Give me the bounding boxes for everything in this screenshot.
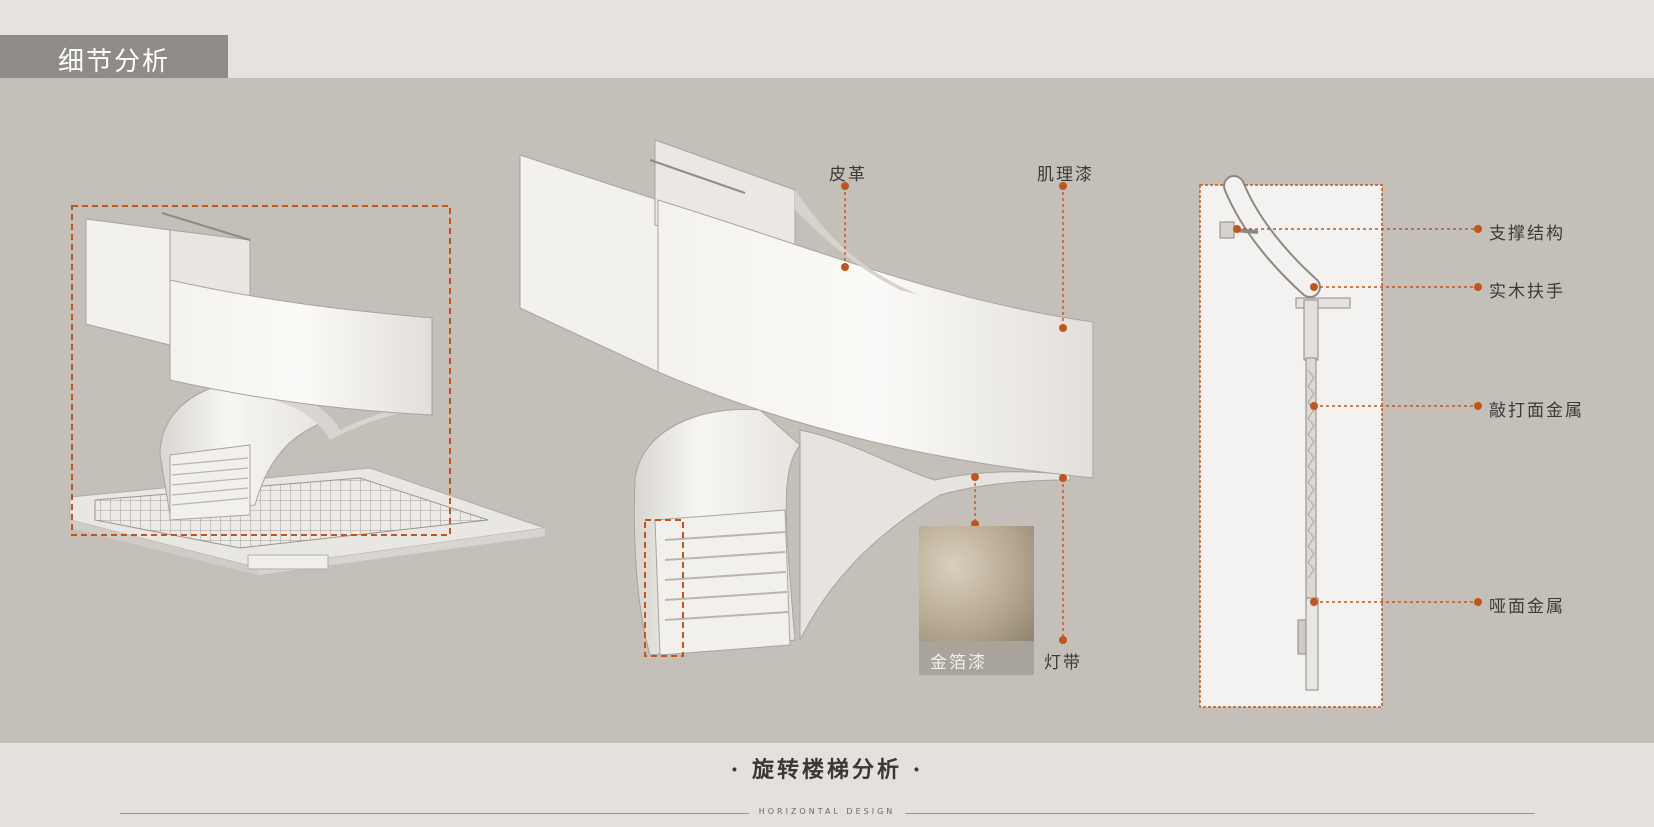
top-band [0,0,1654,78]
footer-brand: HORIZONTAL DESIGN [0,807,1654,816]
leader-dots [841,182,1482,644]
footer-brand-text: HORIZONTAL DESIGN [748,807,906,816]
label-wood-handrail: 实木扶手 [1489,282,1565,302]
footer-rule-left [120,813,760,814]
label-light-strip: 灯带 [1044,653,1082,673]
left-staircase-overview [69,205,546,575]
leader-lines [844,186,1478,640]
footer-rule-right [895,813,1535,814]
center-staircase-detail [519,139,1094,657]
label-leather: 皮革 [829,165,867,185]
label-texture-paint: 肌理漆 [1037,165,1094,185]
label-gold-foil-paint: 金箔漆 [930,653,987,673]
section-tag: 细节分析 [0,35,228,78]
label-hammered-metal: 敲打面金属 [1489,401,1584,421]
handrail-section-detail [1199,175,1383,708]
label-support-structure: 支撑结构 [1489,224,1565,244]
label-matte-metal: 哑面金属 [1489,597,1565,617]
detail-callout-frame [71,205,451,536]
swatch-label-band [919,641,1034,675]
section-title: 细节分析 [58,47,171,77]
gold-foil-swatch [919,526,1034,641]
drawing-caption: · 旋转楼梯分析 · [730,757,924,783]
door-callout-frame [644,519,684,657]
